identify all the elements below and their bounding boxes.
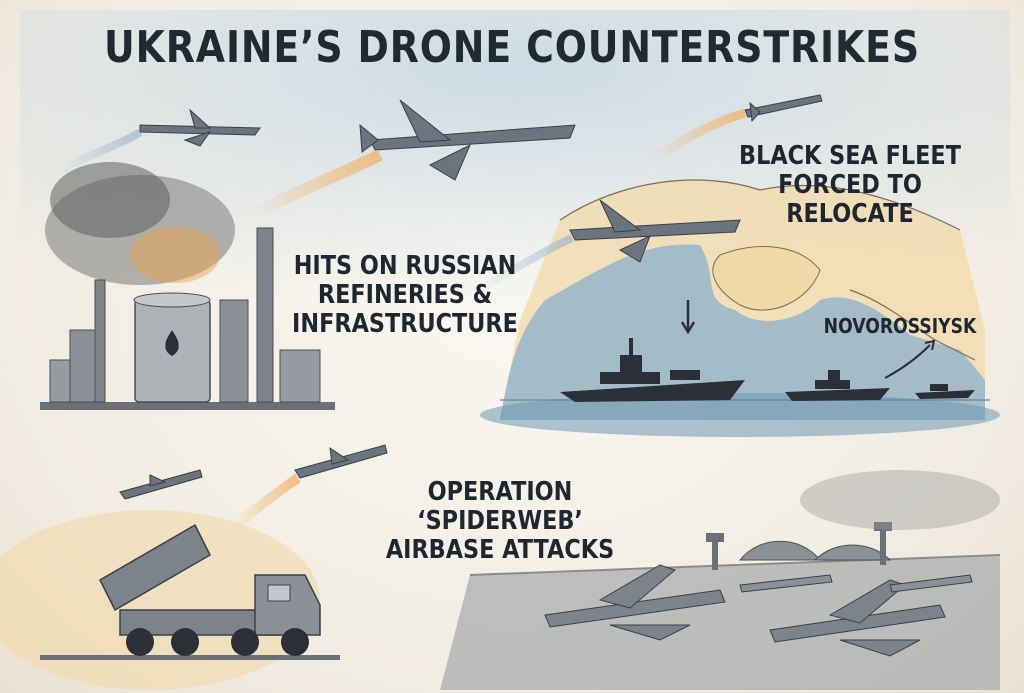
drone-center [359, 99, 576, 181]
refinery [40, 162, 335, 410]
caption-line: FORCED TO RELOCATE [778, 170, 922, 230]
caption-line: INFRASTRUCTURE [292, 309, 518, 340]
caption-line: HITS ON RUSSIAN [293, 251, 517, 281]
airbase [440, 470, 1001, 690]
caption-spiderweb: OPERATION ‘SPIDERWEB’ AIRBASE ATTACKS [354, 477, 646, 566]
poster-title: UKRAINE’S DRONE COUNTERSTRIKES [104, 22, 920, 73]
drone-bottom-left [119, 469, 203, 500]
warship-large [560, 338, 745, 402]
drone-mid-right [569, 199, 741, 263]
warship-small [915, 384, 975, 399]
caption-line: OPERATION ‘SPIDERWEB’ [417, 477, 583, 537]
caption-line: AIRBASE ATTACKS [385, 535, 615, 566]
warship-medium [785, 370, 890, 401]
caption-line: BLACK SEA FLEET [739, 141, 961, 171]
parked-bomber-front-right [769, 579, 946, 657]
parked-bomber-front-left [544, 564, 726, 641]
missile-top-right [744, 94, 823, 123]
drone-top-left [139, 108, 261, 147]
caption-refineries: HITS ON RUSSIAN REFINERIES & INFRASTRUCT… [289, 251, 521, 340]
caption-line: REFINERIES & [317, 280, 493, 311]
rocket-launcher-truck [40, 523, 340, 660]
label-novorossiysk: NOVOROSSIYSK [823, 314, 977, 338]
relocation-arrow [884, 344, 931, 379]
caption-black-sea-fleet: BLACK SEA FLEET FORCED TO RELOCATE [712, 141, 987, 230]
parked-bomber-back [739, 574, 973, 593]
drone-bottom-center [294, 444, 388, 479]
